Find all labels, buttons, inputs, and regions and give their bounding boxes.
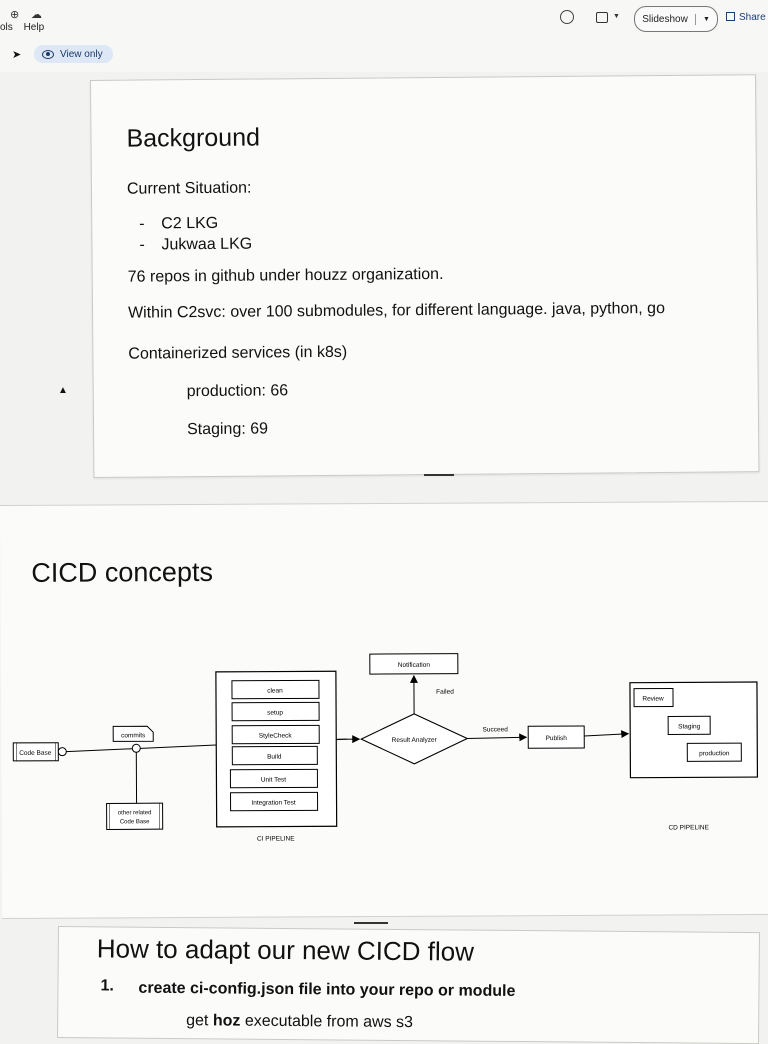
production-label: production — [699, 750, 730, 757]
staging-box: Staging — [668, 716, 710, 734]
menu-help[interactable]: Help — [24, 22, 45, 33]
svg-text:StyleCheck: StyleCheck — [259, 732, 293, 739]
svg-text:Unit Test: Unit Test — [261, 777, 286, 784]
share-button[interactable]: Share — [726, 12, 766, 23]
slideshow-label: Slideshow — [635, 14, 696, 25]
arrow-to-cd — [584, 734, 628, 736]
ci-step: clean — [232, 680, 319, 698]
cd-pipeline-label: CD PIPELINE — [668, 824, 709, 831]
history-icon[interactable] — [560, 10, 574, 24]
production-box: production — [687, 743, 741, 761]
submodules-text: Within C2svc: over 100 submodules, for d… — [128, 300, 665, 323]
other-related-label: Code Base — [120, 819, 150, 825]
bullet-item: -C2 LKG — [139, 215, 218, 234]
view-only-label: View only — [60, 49, 103, 60]
review-label: Review — [642, 696, 664, 703]
production-count: production: 66 — [187, 382, 289, 401]
mouse-pointer-icon: ▲ — [58, 385, 68, 396]
svg-text:Integration Test: Integration Test — [251, 799, 296, 806]
add-person-icon[interactable]: ⊕ — [10, 8, 19, 21]
staging-count: Staging: 69 — [187, 420, 268, 439]
slideshow-dropdown-icon[interactable]: ▼ — [696, 16, 717, 23]
share-label: Share — [739, 12, 766, 23]
slide-separator — [424, 474, 454, 476]
current-situation: Current Situation: — [127, 180, 252, 199]
ci-step: Integration Test — [231, 792, 318, 810]
eye-icon — [42, 50, 54, 59]
svg-text:clean: clean — [267, 688, 283, 695]
slide-background[interactable]: Background Current Situation: -C2 LKG -J… — [90, 74, 759, 478]
ci-step: StyleCheck — [232, 725, 319, 743]
svg-text:Build: Build — [267, 754, 282, 761]
svg-text:setup: setup — [267, 710, 283, 717]
slide-cicd-concepts[interactable]: CICD concepts Code Base commits other re… — [0, 501, 768, 919]
ci-step: Unit Test — [230, 769, 317, 787]
chevron-down-icon[interactable]: ▼ — [613, 13, 620, 20]
commit-node — [132, 744, 140, 752]
staging-label: Staging — [678, 723, 700, 730]
slideshow-button[interactable]: Slideshow ▼ — [634, 6, 718, 32]
view-only-badge[interactable]: View only — [34, 45, 113, 63]
bullet-item: -Jukwaa LKG — [139, 236, 252, 255]
slide-separator — [354, 922, 388, 924]
ci-step: setup — [232, 702, 319, 720]
notification-box: Notification — [370, 654, 458, 674]
sub-item: get hoz executable from aws s3 — [186, 1012, 413, 1032]
ci-step: Build — [232, 746, 317, 764]
menu-bar: ols Help — [0, 22, 52, 33]
result-analyzer-label: Result Analyzer — [392, 737, 438, 744]
camera-icon[interactable] — [596, 12, 608, 23]
publish-box: Publish — [528, 726, 584, 748]
slide-adapt-cicd[interactable]: How to adapt our new CICD flow 1. create… — [57, 926, 760, 1044]
cicd-diagram: Code Base commits other related Code Bas… — [1, 632, 768, 856]
succeed-label: Succeed — [483, 726, 509, 733]
review-box: Review — [634, 688, 673, 706]
select-cursor-icon[interactable]: ➤ — [12, 48, 21, 61]
containerized-text: Containerized services (in k8s) — [128, 344, 347, 364]
failed-label: Failed — [436, 689, 454, 696]
other-related-box: other related Code Base — [107, 803, 163, 829]
publish-label: Publish — [546, 735, 568, 742]
other-related-label: other related — [118, 810, 152, 816]
junction-node — [58, 748, 66, 756]
repos-text: 76 repos in github under houzz organizat… — [128, 266, 444, 287]
ci-pipeline-label: CI PIPELINE — [257, 835, 295, 842]
list-item: create ci-config.json file into your rep… — [138, 980, 515, 1001]
code-base-box: Code Base — [13, 743, 58, 761]
commits-note: commits — [113, 726, 153, 741]
code-base-label: Code Base — [19, 750, 52, 757]
slide-title: Background — [126, 124, 260, 154]
cloud-icon: ☁ — [31, 8, 42, 21]
list-number: 1. — [100, 977, 114, 995]
menu-tools[interactable]: ols — [0, 22, 13, 33]
result-analyzer: Result Analyzer — [361, 714, 467, 765]
lock-icon — [726, 12, 735, 21]
slide-title: CICD concepts — [31, 557, 213, 589]
commits-label: commits — [121, 732, 146, 739]
top-toolbar: ⊕ ☁ ols Help ➤ View only ▼ Slideshow ▼ S… — [0, 0, 768, 72]
notification-label: Notification — [398, 662, 431, 669]
succeed-arrow — [467, 737, 526, 738]
slide-title: How to adapt our new CICD flow — [97, 933, 474, 967]
